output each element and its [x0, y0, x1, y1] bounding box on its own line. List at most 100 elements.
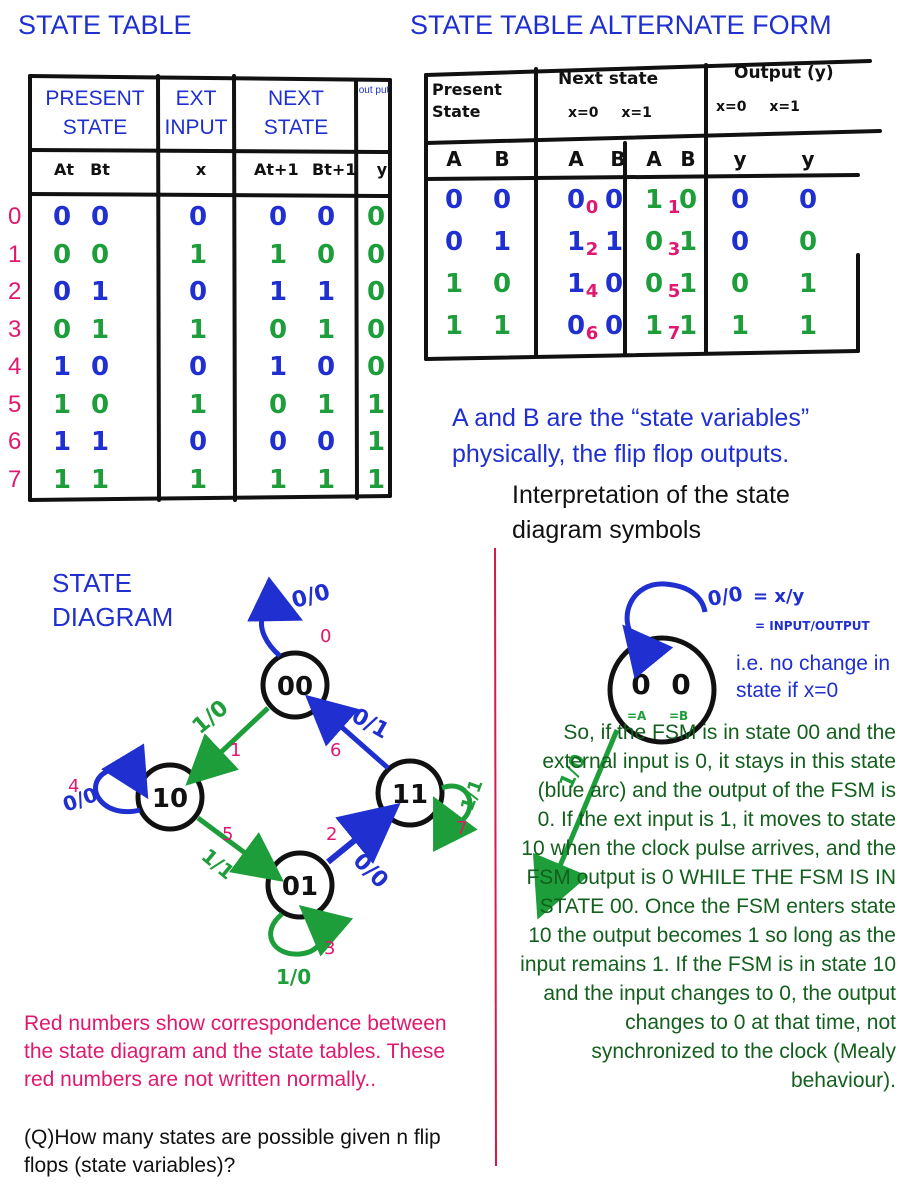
table2-index: 0: [585, 197, 599, 218]
table2-next-x0: 0: [604, 269, 624, 299]
table1-cell: 0: [90, 352, 110, 382]
table1-cell: 1: [268, 352, 288, 382]
table2-next-x1: 1: [678, 227, 698, 257]
table2-next-x0: 0: [604, 311, 624, 341]
table2-subheader: y: [733, 147, 747, 171]
table2-next-x0: 1: [604, 227, 624, 257]
table1-cell: 1: [90, 427, 110, 457]
table2-index: 3: [667, 239, 681, 260]
table2-subheader: B: [680, 147, 696, 171]
legend-eq1: = x/y: [753, 586, 805, 607]
table1-cell: 1: [188, 239, 208, 270]
table2-output-x0: 1: [730, 311, 750, 341]
question-text: (Q)How many states are possible given n …: [24, 1126, 441, 1177]
table1-cell: 1: [366, 464, 386, 495]
loop-00-num: 0: [320, 626, 331, 647]
loop-11-label: 1/1: [457, 777, 488, 814]
table1-cell: 0: [316, 239, 336, 270]
table1-cell: 1: [316, 464, 336, 495]
row-number: 0: [8, 203, 22, 230]
arrow-11-00: [305, 694, 390, 770]
table1-cell: 1: [90, 314, 110, 345]
table1-cell: 1: [188, 389, 208, 420]
alt-next-header: Next state: [558, 69, 659, 89]
table2-subheader: A: [446, 147, 462, 171]
table1-cell: 0: [316, 202, 336, 232]
table1-cell: 0: [268, 314, 288, 345]
table2-next-x0: 0: [566, 311, 586, 341]
table2-index: 7: [667, 323, 681, 344]
table2-next-x0: 0: [566, 185, 586, 215]
table2-index: 2: [585, 239, 599, 260]
table2-output-x0: 0: [730, 185, 750, 215]
alt-table-grid: [424, 59, 882, 361]
legend-arrow: [532, 729, 620, 920]
state-01-label: 01: [282, 872, 318, 902]
table2-next-x1: 0: [644, 227, 664, 257]
alt-output-cond: x=0 x=1: [716, 99, 800, 115]
table1-cell: 1: [90, 464, 110, 495]
table1-cell: 0: [52, 277, 72, 307]
table2-index: 5: [667, 281, 681, 302]
alt-output-header: Output (y): [734, 63, 834, 83]
table1-cell: 0: [188, 427, 208, 457]
loop-10: [93, 743, 149, 815]
table2-present: 0: [444, 227, 464, 257]
table2-subheader: B: [610, 147, 626, 171]
table2-next-x0: 1: [566, 269, 586, 299]
table1-cell: 0: [268, 427, 288, 457]
table2-next-x1: 1: [644, 311, 664, 341]
row-number: 2: [8, 278, 22, 305]
table1-cell: 0: [268, 389, 288, 420]
arrow-10-01-label: 1/1: [197, 843, 239, 884]
table1-cell: 0: [366, 202, 386, 232]
state-01: 01: [265, 850, 335, 920]
interpretation-heading: Interpretation of the state diagram symb…: [512, 481, 790, 544]
state-diagram: 00 10 11 01 0/0 0 1/0 1 0/0 4 0/1 6 1/1 …: [60, 576, 488, 989]
table2-subheader: A: [568, 147, 584, 171]
divider-line: [494, 548, 497, 1167]
legend-eq2: = INPUT/OUTPUT: [755, 619, 871, 633]
table2-present: 1: [492, 227, 512, 257]
table1-cell: 1: [188, 314, 208, 345]
table1-cell: 1: [366, 389, 386, 420]
state-11-label: 11: [392, 780, 428, 810]
table2-subheader: B: [494, 147, 510, 171]
red-numbers-note: Red numbers show correspondence between …: [24, 1012, 447, 1091]
table2-present: 0: [492, 269, 512, 299]
table2-index: 6: [585, 323, 599, 344]
row-number: 5: [8, 390, 22, 418]
table2-output-x0: 0: [730, 269, 750, 299]
table2-index: 4: [585, 281, 599, 302]
table1-cell: 1: [52, 427, 72, 457]
table2-present: 0: [492, 185, 512, 215]
table1-cell: 0: [188, 202, 208, 232]
row-number: 1: [8, 240, 22, 268]
table2-next-x0: 0: [604, 185, 624, 215]
loop-01-label: 1/0: [276, 965, 311, 989]
alt-next-cond: x=0 x=1: [568, 105, 652, 121]
table1-cell: 0: [188, 352, 208, 382]
table2-present: 1: [492, 311, 512, 341]
arrow-00-10: [185, 706, 270, 786]
legend-loop-label: 0/0: [706, 581, 745, 611]
legend-var-b: =B: [669, 709, 688, 723]
legend-loop: [622, 581, 708, 680]
table1-cell: 0: [316, 352, 336, 382]
table1-cell: 0: [90, 202, 110, 232]
table2-present: 1: [444, 311, 464, 341]
legend-var-a: =A: [627, 709, 647, 723]
arrow-01-11: [326, 802, 401, 865]
state-10-label: 10: [152, 784, 188, 814]
row-number: 4: [8, 353, 22, 380]
row-number: 3: [8, 315, 22, 343]
state-table-heading: STATE TABLE: [18, 10, 192, 40]
state-10: 10: [135, 762, 205, 832]
legend-state-digit-a: 0: [631, 668, 650, 701]
state-vars-note: A and B are the “state variables” physic…: [452, 404, 810, 468]
table1-subheader: Bt: [90, 160, 110, 179]
state-table-grid: [28, 74, 392, 502]
table2-output-x1: 0: [798, 185, 818, 215]
table1-cell: 1: [52, 464, 72, 495]
table1-cell: 0: [268, 202, 288, 232]
